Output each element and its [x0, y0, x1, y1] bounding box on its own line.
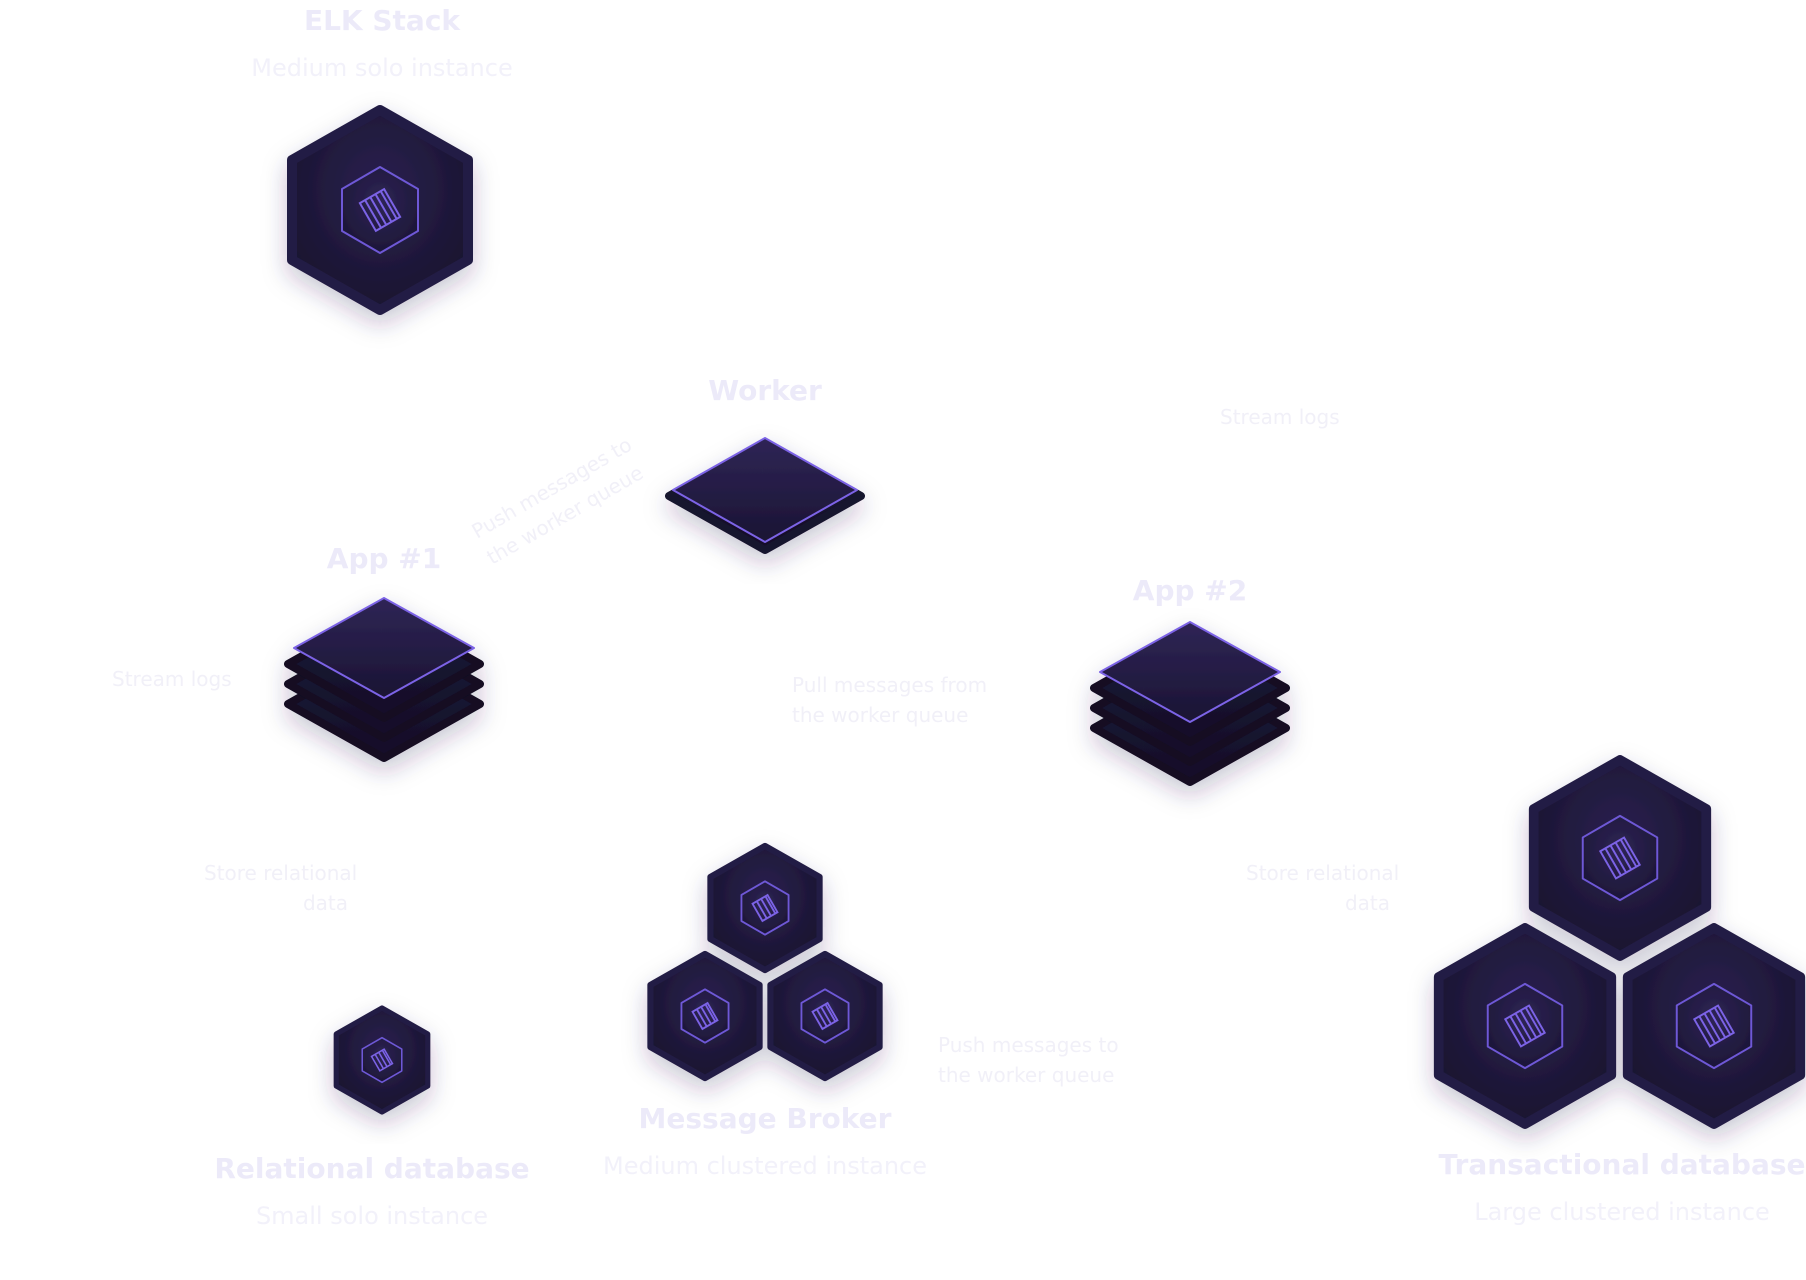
edge-label-stream-logs-right: Stream logs	[1220, 405, 1340, 429]
relational-database-node[interactable]	[333, 1005, 431, 1115]
message-broker-title: Message Broker	[638, 1102, 892, 1135]
message-broker-node[interactable]	[647, 842, 883, 1082]
db-hex	[767, 950, 883, 1082]
database-icon	[1598, 836, 1642, 880]
db-hex	[287, 105, 473, 315]
database-icon	[691, 1001, 719, 1031]
db-hex	[707, 842, 823, 974]
transactional-database-node[interactable]	[1433, 755, 1806, 1129]
edge-label-store-relational-right: Store relational data	[1246, 861, 1400, 915]
database-icon	[811, 1001, 839, 1031]
worker-title: Worker	[708, 374, 822, 407]
worker-node[interactable]	[665, 437, 865, 554]
edge-label-store-relational-left: Store relational data	[204, 861, 358, 915]
db-hex	[333, 1005, 431, 1115]
db-hex	[1433, 923, 1617, 1129]
db-hex	[1528, 755, 1712, 961]
database-icon	[1692, 1004, 1736, 1048]
edge-label-stream-logs-left: Stream logs	[112, 667, 232, 691]
elk-stack-title: ELK Stack	[303, 4, 461, 37]
relational-database-subtitle: Small solo instance	[255, 1202, 489, 1230]
database-icon	[370, 1048, 394, 1072]
transactional-database-subtitle: Large clustered instance	[1474, 1198, 1770, 1226]
transactional-database-title: Transactional database	[1438, 1148, 1806, 1181]
database-icon	[1503, 1004, 1547, 1048]
db-hex	[647, 950, 763, 1082]
elk-stack-subtitle: Medium solo instance	[251, 54, 513, 82]
edge-label-push-worker-queue-right: Push messages to the worker queue	[938, 1033, 1119, 1087]
app2-title: App #2	[1132, 574, 1248, 607]
message-broker-subtitle: Medium clustered instance	[603, 1152, 927, 1180]
edge-label-pull-worker-queue: Pull messages from the worker queue	[792, 673, 988, 727]
db-hex	[1622, 923, 1806, 1129]
app2-node[interactable]	[1090, 621, 1290, 786]
app1-node[interactable]	[284, 597, 484, 762]
database-icon	[358, 187, 402, 233]
database-icon	[751, 893, 779, 923]
elk-stack-node[interactable]	[287, 105, 473, 315]
app1-title: App #1	[326, 542, 442, 575]
relational-database-title: Relational database	[214, 1152, 530, 1185]
